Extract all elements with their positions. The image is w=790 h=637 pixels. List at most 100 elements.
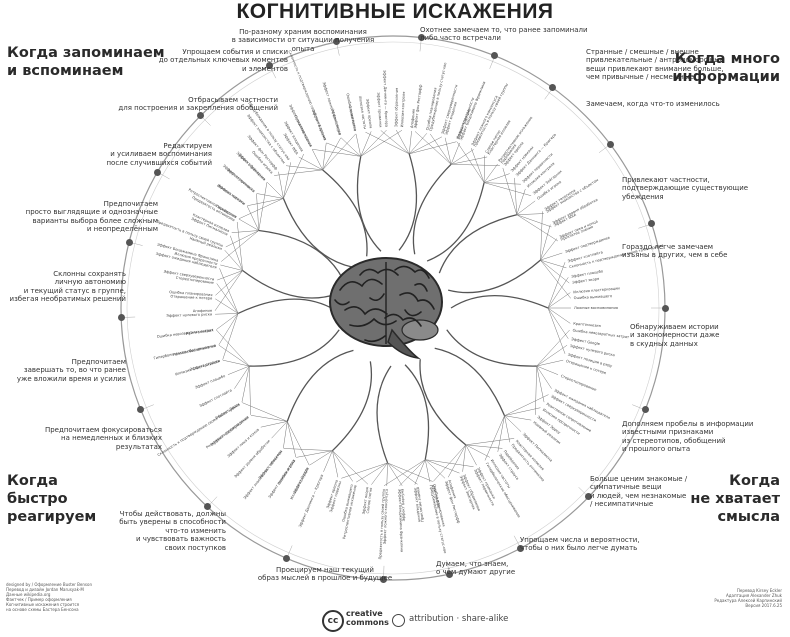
sub-branch bbox=[258, 182, 268, 231]
sub-branch bbox=[547, 277, 569, 309]
branch-line bbox=[356, 156, 382, 252]
strategy-label: Думаем, что знаем, о чём думают другие bbox=[436, 560, 516, 577]
branch-line bbox=[258, 229, 344, 280]
sub-branch bbox=[387, 462, 403, 486]
attribution-icon bbox=[392, 614, 405, 627]
sub-branch bbox=[360, 130, 403, 157]
strategy-label: Странные / смешные / внешне привлекатель… bbox=[586, 48, 725, 82]
bias-label: Эффект спотлайта bbox=[199, 388, 233, 408]
bias-label: Эффект ложного консенсуса bbox=[322, 81, 342, 135]
sub-branch bbox=[216, 313, 239, 330]
sub-branch bbox=[283, 421, 288, 449]
strategy-dot bbox=[648, 220, 656, 228]
strategy-label: Гораздо легче замечаем изъяны в других, … bbox=[622, 243, 728, 260]
sub-branch bbox=[536, 359, 564, 367]
sub-branch bbox=[504, 415, 522, 432]
sub-branch bbox=[341, 462, 388, 479]
sub-branch bbox=[540, 259, 571, 299]
quadrant-bottom-left: Когда быстро реагируем bbox=[7, 473, 97, 525]
sub-branch bbox=[465, 444, 490, 458]
sub-branch bbox=[447, 444, 466, 478]
sub-branch bbox=[242, 402, 288, 422]
bias-label: Эффект Барнума bbox=[400, 489, 406, 522]
branch-line bbox=[426, 182, 485, 262]
sub-branch bbox=[414, 459, 426, 485]
sub-branch bbox=[246, 205, 259, 231]
sub-branch bbox=[215, 270, 243, 296]
bias-label: Апофения bbox=[193, 309, 212, 313]
bias-label: Ошибка выжившего bbox=[574, 294, 613, 300]
sub-branch bbox=[236, 221, 243, 271]
branch-line bbox=[438, 214, 517, 274]
strategy-label: Больше ценим знакомые / симпатичные вещи… bbox=[590, 475, 688, 509]
quadrant-bottom-right: Когда не хватает смысла bbox=[690, 473, 780, 525]
sub-branch bbox=[322, 133, 356, 171]
strategy-dot bbox=[332, 38, 340, 46]
strategy-dot bbox=[491, 52, 499, 60]
strategy-label: Чтобы действовать, должны быть уверены в… bbox=[119, 510, 226, 552]
sub-branch bbox=[380, 130, 410, 155]
strategy-label: Дополняем пробелы в информации известным… bbox=[622, 420, 754, 454]
bias-label: Эффект плацебо bbox=[571, 269, 603, 278]
bias-label: Иллюзия частоты bbox=[216, 183, 246, 206]
sub-branch bbox=[218, 345, 250, 367]
sub-branch bbox=[218, 313, 239, 345]
bias-label: Иллюзия кластеризации bbox=[175, 359, 221, 377]
strategy-dot bbox=[137, 406, 145, 414]
sub-branch bbox=[536, 365, 552, 389]
sub-branch bbox=[465, 444, 477, 466]
sub-branch bbox=[215, 298, 239, 314]
sub-branch bbox=[540, 211, 543, 261]
sub-branch bbox=[224, 249, 243, 271]
sub-branch bbox=[216, 283, 239, 314]
strategy-label: Замечаем, когда что-то изменилось bbox=[586, 100, 720, 108]
sub-branch bbox=[309, 450, 333, 466]
bias-label: Эффект ореола bbox=[365, 99, 373, 129]
sub-branch bbox=[547, 292, 571, 309]
sub-branch bbox=[395, 129, 410, 154]
quadrant-top-left: Когда запоминаем и вспоминаем bbox=[7, 45, 165, 79]
bias-label: Ложные воспоминания bbox=[574, 306, 618, 310]
sub-branch bbox=[230, 235, 243, 271]
sub-branch bbox=[227, 365, 250, 375]
branch-line bbox=[376, 365, 392, 464]
bias-label: Эффект якоря bbox=[362, 487, 370, 515]
sub-branch bbox=[504, 407, 541, 416]
sub-branch bbox=[387, 462, 433, 482]
sub-branch bbox=[540, 259, 570, 284]
strategy-dot bbox=[380, 576, 387, 584]
strategy-label: Привлекают частности, подтверждающие сущ… bbox=[622, 176, 749, 201]
bias-label: Ошибка невозвратных затрат bbox=[572, 328, 629, 339]
sub-branch bbox=[283, 162, 291, 199]
strategy-dot bbox=[117, 313, 125, 321]
credit-line: Перевод и дизайн Jordan Marusyak-M bbox=[6, 587, 84, 592]
branch-line bbox=[404, 364, 430, 460]
sub-branch bbox=[323, 450, 333, 472]
bias-label: Эффект нулевого риска bbox=[166, 312, 212, 318]
sub-branch bbox=[450, 142, 460, 165]
bias-label: Эффект ложного консенсуса bbox=[383, 489, 389, 544]
sub-branch bbox=[456, 141, 485, 183]
branch-line bbox=[237, 298, 336, 314]
sub-branch bbox=[326, 142, 361, 157]
sub-branch bbox=[286, 165, 323, 171]
credit-line: на основе схемы Бастера Бенсона bbox=[6, 607, 79, 612]
branch-line bbox=[450, 295, 549, 309]
sub-branch bbox=[256, 193, 284, 199]
bias-label: Эффект фон Ресторфф bbox=[413, 84, 422, 128]
strategy-dot bbox=[417, 33, 425, 41]
credit-line: Адаптация Alexander Zhuk bbox=[726, 593, 782, 598]
strategy-dot bbox=[153, 168, 161, 176]
strategy-label: Предпочитаем просто выглядящие и однозна… bbox=[25, 200, 158, 234]
sub-branch bbox=[484, 415, 505, 461]
sub-branch bbox=[465, 438, 515, 446]
strategy-dot bbox=[125, 238, 133, 246]
bias-label: Ошибка планирования bbox=[169, 290, 213, 297]
sub-branch bbox=[355, 133, 362, 157]
sub-branch bbox=[332, 450, 353, 482]
sub-branch bbox=[504, 394, 549, 416]
credit-line: Когнитивные искажения строится bbox=[6, 602, 80, 607]
sub-branch bbox=[408, 130, 412, 154]
strategy-label: Редактируем и усиливаем воспоминания пос… bbox=[106, 142, 212, 167]
